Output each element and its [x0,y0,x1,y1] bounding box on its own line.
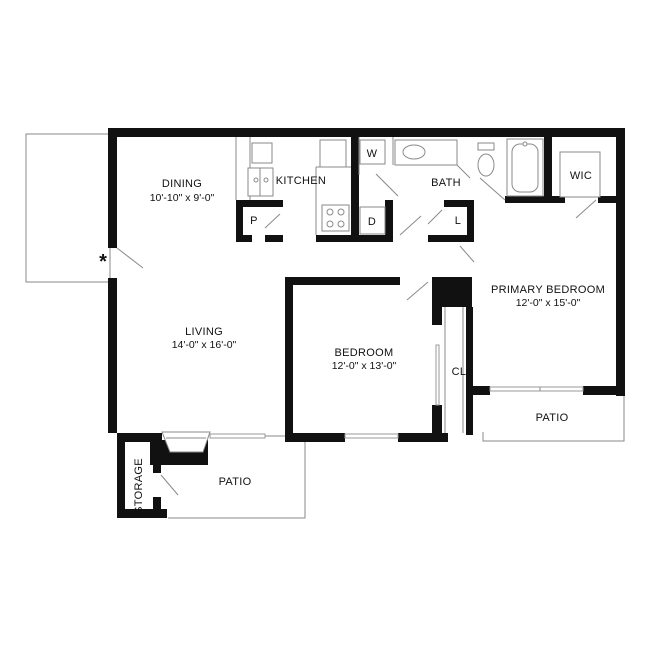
wic-door [575,199,597,219]
storage-label: STORAGE [133,458,145,514]
entry-door [116,247,144,269]
right-patio-label: PATIO [536,412,569,424]
linen-label: L [455,215,461,227]
primary-bath-door [479,177,506,201]
closet-label: CL [452,366,467,378]
walls [108,128,625,518]
living-size: 14'-0" x 16'-0" [172,339,237,351]
fireplace [161,431,211,453]
dryer-label: D [368,216,376,228]
doors [116,173,597,496]
linen-door [427,209,443,225]
kitchen-fixtures [235,137,351,235]
pantry-door [264,213,281,229]
laundry-door [375,173,399,197]
bedroom-size: 12'-0" x 13'-0" [332,360,397,372]
storage-door [160,474,179,496]
primary-bedroom-label: PRIMARY BEDROOM [491,284,605,296]
wic-label: WIC [570,170,592,182]
dining-size: 10'-10" x 9'-0" [150,192,215,204]
primary-bedroom-size: 12'-0" x 15'-0" [516,297,581,309]
living-label: LIVING [185,326,223,338]
left-patio-label: PATIO [219,476,252,488]
windows [209,307,584,439]
primary-bedroom-door [459,245,475,263]
pantry-label: P [250,215,258,227]
bath-door [399,215,422,236]
bath-label: BATH [431,177,461,189]
bedroom-door [406,281,429,301]
laundry-fixtures [358,137,386,235]
entry-marker: * [99,251,107,273]
dining-label: DINING [162,178,202,190]
entry-landing-outline [25,133,111,283]
bath-fixtures [392,137,601,198]
washer-label: W [367,148,378,160]
kitchen-label: KITCHEN [276,175,326,187]
bedroom-label: BEDROOM [335,347,394,359]
